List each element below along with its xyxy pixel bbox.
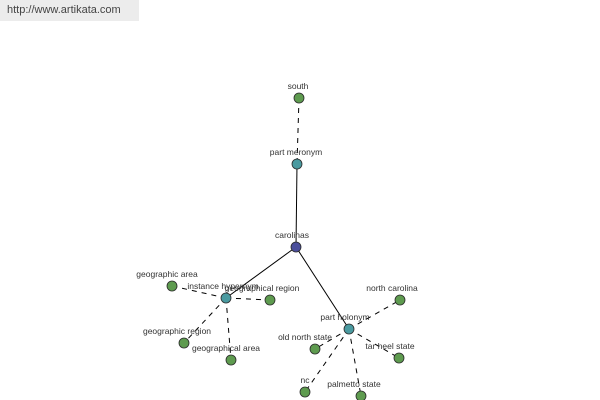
source-url-link[interactable]: http://www.artikata.com (7, 4, 121, 16)
edge-instance-hypernym-to-geographical-region (225, 297, 271, 301)
source-url-banner[interactable]: http://www.artikata.com (0, 0, 139, 21)
node-label-geographical-region[interactable]: geographical region (225, 283, 300, 293)
node-marker-nc[interactable] (299, 386, 311, 398)
node-label-part-meronym[interactable]: part meronym (270, 147, 322, 157)
node-marker-old-north-state[interactable] (309, 343, 321, 355)
node-marker-north-carolina[interactable] (394, 294, 406, 306)
node-marker-geographic-area[interactable] (166, 280, 178, 292)
node-label-old-north-state[interactable]: old north state (278, 332, 332, 342)
edge-carolinas-to-instance-hypernym (225, 246, 297, 299)
node-geographic-region[interactable]: geographic region (143, 326, 211, 349)
edge-part-holonym-to-nc (304, 328, 350, 393)
node-label-instance-hypernym[interactable]: instance hypernym (187, 281, 258, 291)
node-palmetto-state[interactable]: palmetto state (327, 379, 381, 400)
node-marker-geographical-region[interactable] (264, 294, 276, 306)
node-label-carolinas[interactable]: carolinas (275, 230, 309, 240)
node-marker-carolinas[interactable] (290, 241, 302, 253)
node-marker-instance-hypernym[interactable] (220, 292, 232, 304)
node-north-carolina[interactable]: north carolina (366, 283, 418, 306)
edge-layer (171, 97, 401, 397)
node-label-north-carolina[interactable]: north carolina (366, 283, 418, 293)
node-marker-geographic-region[interactable] (178, 337, 190, 349)
node-geographical-area[interactable]: geographical area (192, 343, 260, 366)
edge-south-to-part-meronym (296, 97, 300, 165)
node-marker-south[interactable] (293, 92, 305, 104)
node-marker-palmetto-state[interactable] (355, 390, 367, 400)
edge-carolinas-to-part-holonym (295, 246, 350, 330)
node-marker-part-meronym[interactable] (291, 158, 303, 170)
node-geographical-region[interactable]: geographical region (225, 283, 300, 306)
node-old-north-state[interactable]: old north state (278, 332, 332, 355)
node-part-holonym[interactable]: part holonym (320, 312, 370, 335)
node-instance-hypernym[interactable]: instance hypernym (187, 281, 259, 304)
node-south[interactable]: south (288, 81, 309, 104)
edge-part-meronym-to-carolinas (295, 163, 298, 248)
edge-part-holonym-to-old-north-state (314, 328, 350, 350)
node-label-geographic-area[interactable]: geographic area (136, 269, 198, 279)
node-label-nc[interactable]: nc (301, 375, 311, 385)
edge-instance-hypernym-to-geographical-area (225, 297, 232, 361)
node-label-palmetto-state[interactable]: palmetto state (327, 379, 381, 389)
node-label-tar-heel-state[interactable]: tar heel state (365, 341, 414, 351)
node-nc[interactable]: nc (299, 375, 311, 398)
node-label-part-holonym[interactable]: part holonym (320, 312, 369, 322)
node-label-south[interactable]: south (288, 81, 309, 91)
node-label-geographical-area[interactable]: geographical area (192, 343, 260, 353)
node-marker-tar-heel-state[interactable] (393, 352, 405, 364)
node-carolinas[interactable]: carolinas (275, 230, 309, 253)
node-label-geographic-region[interactable]: geographic region (143, 326, 211, 336)
node-layer: south part meronym carolinas instance hyper… (136, 81, 418, 400)
node-geographic-area[interactable]: geographic area (136, 269, 198, 292)
edge-instance-hypernym-to-geographic-region (183, 297, 227, 344)
node-marker-part-holonym[interactable] (343, 323, 355, 335)
node-part-meronym[interactable]: part meronym (270, 147, 322, 170)
edge-part-holonym-to-palmetto-state (348, 328, 362, 397)
node-marker-geographical-area[interactable] (225, 354, 237, 366)
node-tar-heel-state[interactable]: tar heel state (365, 341, 415, 364)
